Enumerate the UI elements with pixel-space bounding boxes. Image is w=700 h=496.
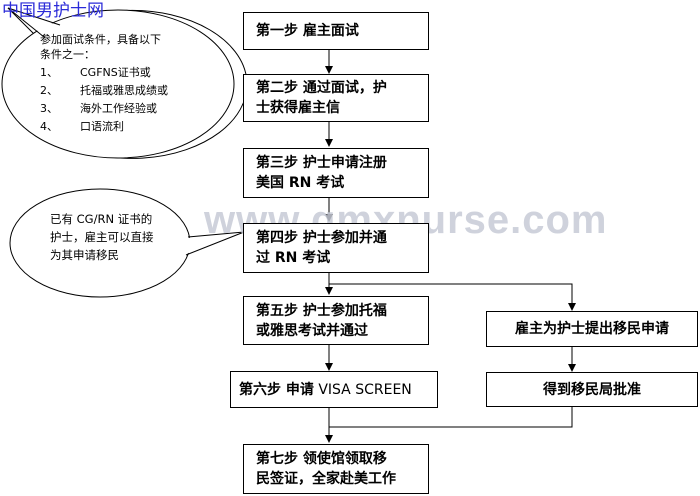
holder-line1: 已有 CG/RN 证书的 bbox=[50, 212, 153, 226]
requirement-item: 2、 托福或雅思成绩或 bbox=[40, 83, 200, 98]
requirements-intro-line2: 条件之一： bbox=[40, 48, 95, 61]
step-2-box: 第二步 通过面试，护 士获得雇主信 bbox=[243, 74, 429, 122]
step-2-line2: 士获得雇主信 bbox=[256, 100, 340, 116]
step-7-line2: 民签证，全家赴美工作 bbox=[256, 471, 396, 487]
holder-line3: 为其申请移民 bbox=[50, 248, 119, 262]
step-6-suffix: VISA SCREEN bbox=[313, 381, 412, 398]
step-3-line2: 美国 RN 考试 bbox=[256, 175, 345, 191]
step-7-box: 第七步 领使馆领取移 民签证，全家赴美工作 bbox=[243, 444, 429, 494]
requirement-item: 1、 CGFNS证书或 bbox=[40, 65, 200, 80]
holder-text: 已有 CG/RN 证书的 护士，雇主可以直接 为其申请移民 bbox=[50, 210, 180, 264]
requirement-item: 3、 海外工作经验或 bbox=[40, 101, 200, 116]
step-4-line2: 过 RN 考试 bbox=[256, 250, 331, 266]
approval-label: 得到移民局批准 bbox=[543, 381, 641, 398]
step-4-line1: 第四步 护士参加并通 bbox=[256, 230, 387, 246]
requirements-intro-line1: 参加面试条件，具备以下 bbox=[40, 33, 161, 46]
employer-petition-label: 雇主为护士提出移民申请 bbox=[515, 321, 669, 337]
site-title: 中国男护士网 bbox=[2, 1, 104, 21]
step-6-box: 第六步 申请 VISA SCREEN bbox=[230, 371, 438, 408]
callout-holder-bubble bbox=[9, 188, 245, 298]
approval-box: 得到移民局批准 bbox=[486, 372, 698, 407]
step-1-box: 第一步 雇主面试 bbox=[243, 12, 429, 50]
step-5-line2: 或雅思考试并通过 bbox=[256, 322, 368, 339]
employer-petition-box: 雇主为护士提出移民申请 bbox=[486, 311, 698, 347]
requirement-num: 4、 bbox=[40, 120, 58, 133]
requirement-text: 口语流利 bbox=[80, 120, 124, 133]
step-3-box: 第三步 护士申请注册 美国 RN 考试 bbox=[243, 148, 429, 198]
requirement-text: 海外工作经验或 bbox=[80, 102, 157, 115]
step-1-label: 第一步 雇主面试 bbox=[256, 23, 359, 39]
arrow-branch-employer bbox=[329, 283, 576, 311]
callout-requirements-bubble bbox=[1, 7, 248, 159]
holder-line2: 护士，雇主可以直接 bbox=[50, 230, 154, 244]
requirements-text: 参加面试条件，具备以下 条件之一： 1、 CGFNS证书或 2、 托福或雅思成绩… bbox=[40, 32, 200, 134]
requirement-item: 4、 口语流利 bbox=[40, 119, 200, 134]
step-7-line1: 第七步 领使馆领取移 bbox=[256, 451, 387, 467]
requirement-num: 2、 bbox=[40, 84, 58, 97]
requirement-text: 托福或雅思成绩或 bbox=[80, 84, 168, 97]
step-2-line1: 第二步 通过面试，护 bbox=[256, 80, 387, 96]
arrow-approval-merge bbox=[329, 407, 573, 428]
requirement-num: 1、 bbox=[40, 66, 58, 79]
requirement-num: 3、 bbox=[40, 102, 58, 115]
requirement-text: CGFNS证书或 bbox=[80, 66, 151, 79]
step-4-box: 第四步 护士参加并通 过 RN 考试 bbox=[243, 223, 429, 273]
step-5-box: 第五步 护士参加托福 或雅思考试并通过 bbox=[243, 296, 429, 345]
step-6-prefix: 第六步 申请 bbox=[239, 381, 314, 398]
step-3-line1: 第三步 护士申请注册 bbox=[256, 155, 387, 171]
step-5-line1: 第五步 护士参加托福 bbox=[256, 302, 387, 319]
